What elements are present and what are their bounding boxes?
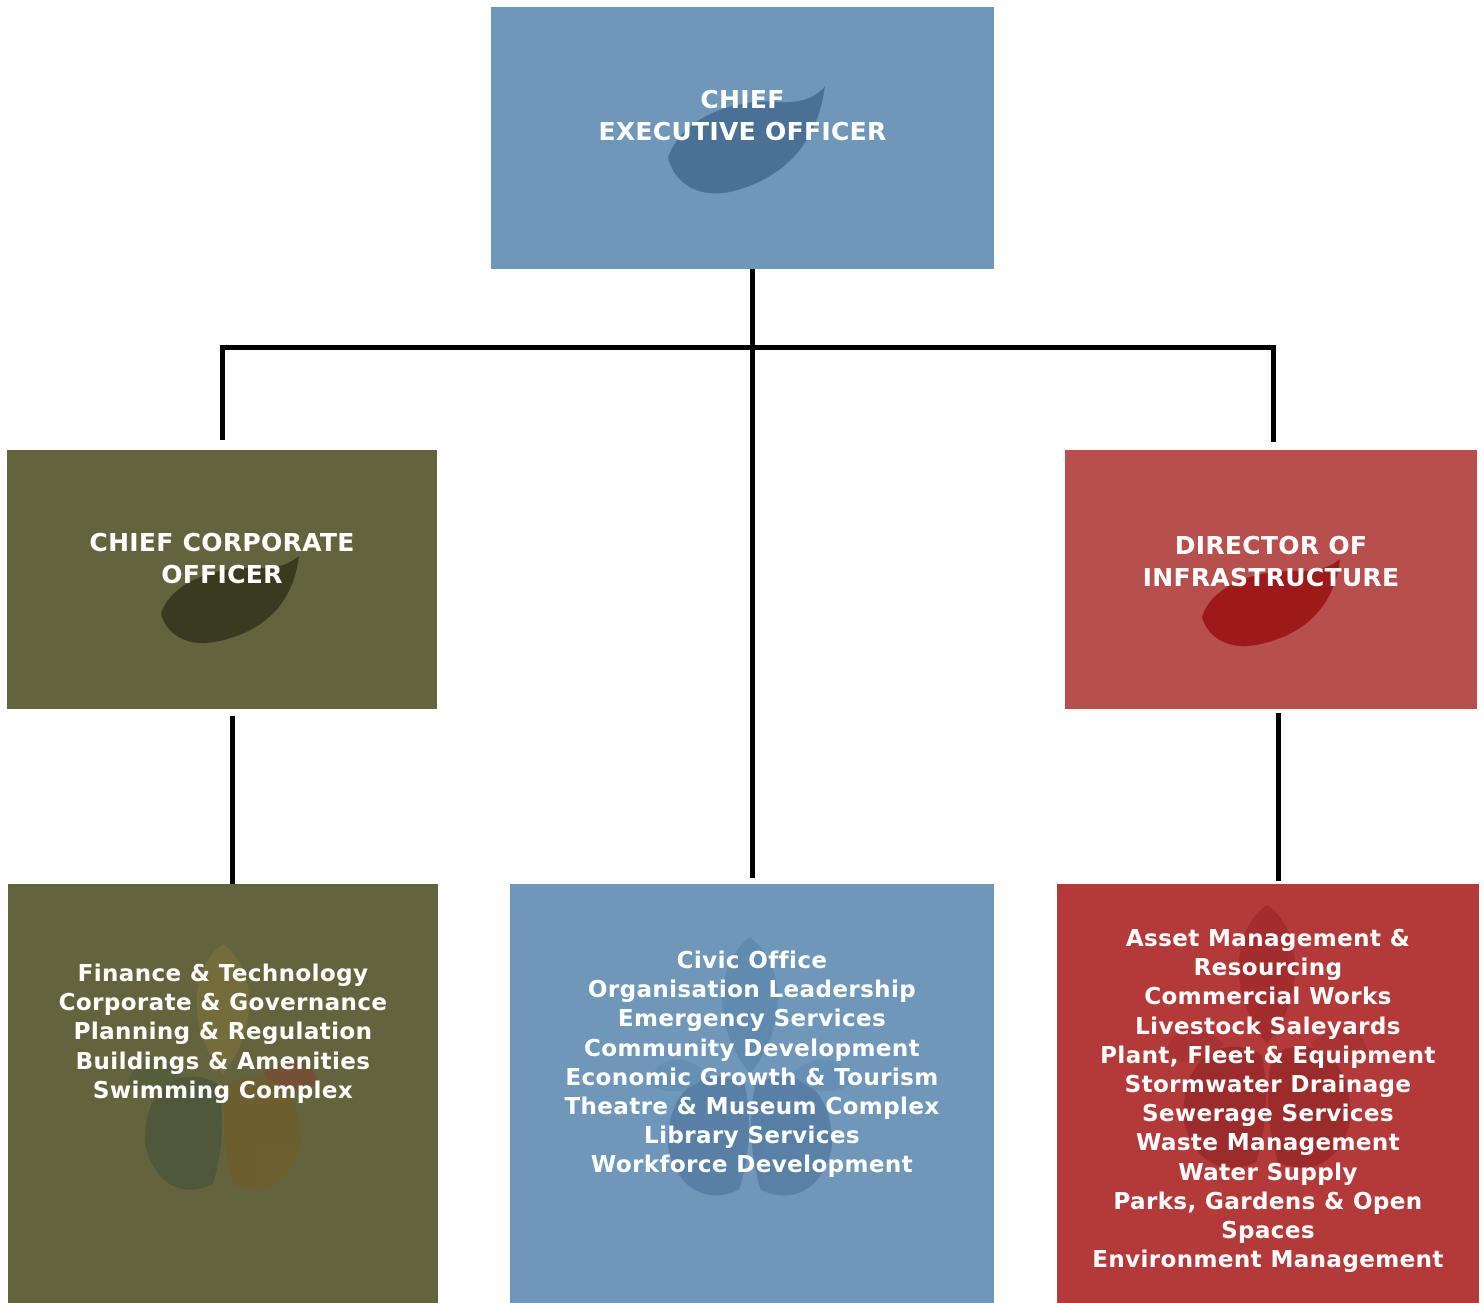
connector-infrastructure-down [1276, 713, 1281, 881]
list-item: Corporate & Governance [58, 990, 388, 1017]
list-item: Stormwater Drainage [1124, 1072, 1412, 1099]
infrastructure-box: DIRECTOR OF INFRASTRUCTURE [1065, 450, 1477, 709]
connector-corporate-down [230, 716, 235, 884]
ceo-services-list: Civic Office Organisation Leadership Eme… [564, 947, 939, 1181]
list-item: Commercial Works [1144, 984, 1392, 1011]
corporate-title: CHIEF CORPORATE OFFICER [89, 527, 354, 591]
ceo-title-line2: EXECUTIVE OFFICER [598, 117, 887, 146]
list-item: Resourcing [1193, 955, 1343, 982]
list-item: Buildings & Amenities [75, 1048, 371, 1075]
list-item: Plant, Fleet & Equipment [1100, 1042, 1436, 1069]
corporate-title-line2: OFFICER [161, 560, 283, 589]
infrastructure-title-line2: INFRASTRUCTURE [1142, 563, 1400, 592]
ceo-box: CHIEF EXECUTIVE OFFICER [491, 7, 994, 269]
corporate-title-line1: CHIEF CORPORATE [89, 528, 355, 557]
list-item: Organisation Leadership [587, 977, 917, 1004]
connector-to-infrastructure [1271, 345, 1276, 442]
list-item: Sewerage Services [1141, 1101, 1395, 1128]
infrastructure-title: DIRECTOR OF INFRASTRUCTURE [1143, 530, 1400, 594]
ceo-title: CHIEF EXECUTIVE OFFICER [598, 84, 886, 148]
ceo-title-line1: CHIEF [700, 85, 785, 114]
list-item: Environment Management [1092, 1247, 1444, 1274]
list-item: Civic Office [676, 948, 828, 974]
infrastructure-services-list: Asset Management & Resourcing Commercial… [1092, 925, 1444, 1275]
corporate-box: CHIEF CORPORATE OFFICER [7, 450, 437, 709]
list-item: Planning & Regulation [73, 1019, 373, 1046]
corporate-services-list: Finance & Technology Corporate & Governa… [59, 960, 388, 1106]
list-item: Theatre & Museum Complex [564, 1094, 940, 1121]
list-item: Workforce Development [590, 1152, 914, 1179]
list-item: Livestock Saleyards [1135, 1013, 1401, 1040]
connector-to-corporate [220, 345, 225, 440]
list-item: Swimming Complex [92, 1077, 354, 1104]
list-item: Asset Management & [1125, 926, 1411, 952]
list-item: Parks, Gardens & Open [1113, 1188, 1423, 1215]
list-item: Waste Management [1135, 1130, 1401, 1157]
list-item: Emergency Services [617, 1006, 887, 1033]
ceo-services-box: Civic Office Organisation Leadership Eme… [510, 884, 994, 1303]
connector-horizontal [220, 345, 1276, 350]
list-item: Finance & Technology [77, 961, 369, 987]
list-item: Library Services [644, 1123, 860, 1150]
infrastructure-title-line1: DIRECTOR OF [1174, 531, 1368, 560]
list-item: Water Supply [1178, 1159, 1358, 1186]
list-item: Community Development [583, 1035, 920, 1062]
corporate-services-box: Finance & Technology Corporate & Governa… [8, 884, 438, 1303]
list-item: Economic Growth & Tourism [565, 1064, 939, 1091]
list-item: Spaces [1221, 1218, 1315, 1245]
connector-ceo-down [750, 269, 755, 878]
infrastructure-services-box: Asset Management & Resourcing Commercial… [1057, 884, 1479, 1303]
